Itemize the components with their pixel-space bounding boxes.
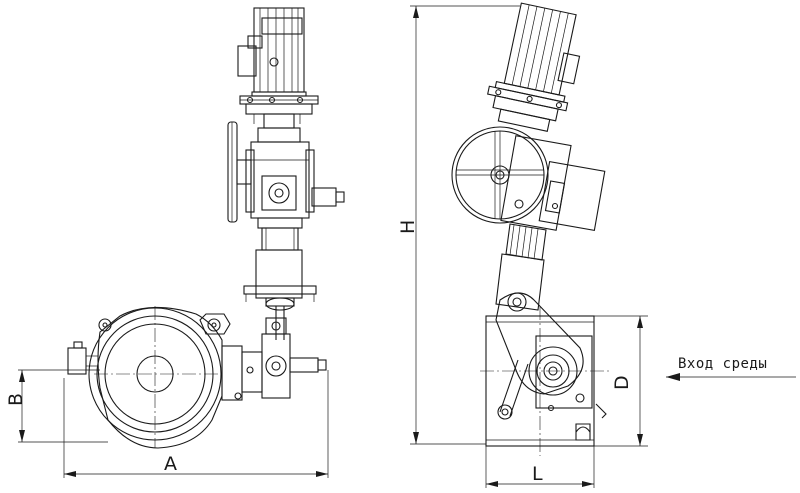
- side-motor: [487, 2, 581, 132]
- front-handwheel: [227, 121, 252, 223]
- dimension-d-label: D: [611, 375, 633, 390]
- dimension-a-label: A: [164, 453, 177, 475]
- side-gearbox: [500, 135, 606, 232]
- side-valve-body: [480, 306, 612, 456]
- dimension-a: A: [63, 370, 329, 478]
- side-handwheel: [451, 126, 549, 224]
- dimension-b-label: B: [5, 393, 27, 406]
- front-left-stub: [67, 341, 98, 375]
- flow-direction-label: Вход среды: [678, 356, 767, 372]
- dimension-h: H: [397, 5, 520, 445]
- front-column: [243, 217, 317, 311]
- dimension-l: L: [485, 446, 595, 488]
- side-view: H L D Вход среды: [397, 2, 796, 488]
- front-gearbox: [245, 141, 345, 219]
- dimension-l-label: L: [532, 463, 543, 485]
- dimension-d: D: [594, 315, 648, 447]
- flow-arrowhead: [666, 373, 680, 381]
- front-flange: [239, 95, 319, 143]
- front-right-coupling: [221, 317, 327, 401]
- front-view: A B: [5, 7, 345, 478]
- front-valve-body: [88, 306, 231, 449]
- dimension-b: B: [5, 369, 108, 443]
- side-lever: [495, 292, 584, 420]
- flow-direction: Вход среды: [666, 356, 796, 381]
- side-column: [495, 223, 547, 311]
- front-motor: [237, 7, 307, 97]
- dimension-h-label: H: [397, 220, 419, 234]
